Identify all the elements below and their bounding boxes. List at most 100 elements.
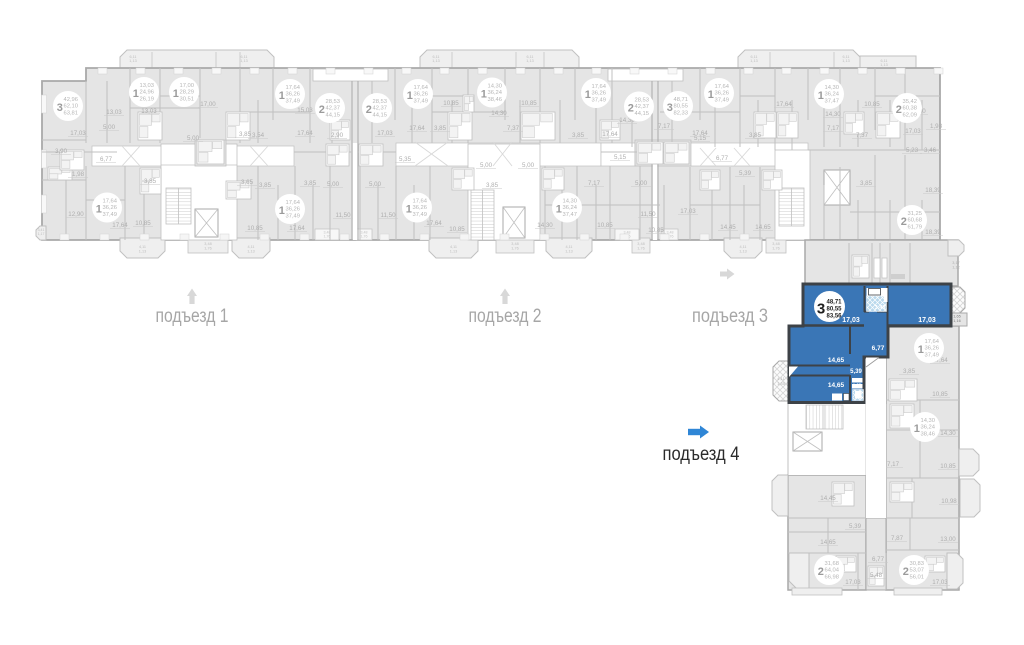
svg-text:10,85: 10,85: [864, 101, 880, 108]
svg-text:36,26: 36,26: [592, 91, 607, 97]
svg-text:10,85: 10,85: [940, 463, 956, 470]
svg-text:17,03: 17,03: [70, 130, 86, 137]
svg-text:5,00: 5,00: [635, 180, 648, 187]
svg-text:37,49: 37,49: [103, 212, 118, 218]
svg-text:15,03: 15,03: [297, 107, 313, 114]
svg-text:17,03: 17,03: [845, 579, 861, 586]
svg-text:5,00: 5,00: [103, 124, 116, 131]
svg-text:2: 2: [319, 104, 325, 116]
svg-text:44,15: 44,15: [326, 112, 341, 118]
svg-text:37,49: 37,49: [286, 98, 301, 104]
svg-text:1,76: 1,76: [637, 247, 644, 251]
svg-text:1: 1: [96, 203, 102, 215]
svg-text:3,48: 3,48: [637, 242, 644, 246]
svg-text:7,37: 7,37: [856, 132, 869, 139]
svg-text:36,26: 36,26: [286, 207, 301, 213]
svg-text:37,49: 37,49: [925, 352, 940, 358]
svg-text:17,64: 17,64: [692, 130, 708, 137]
svg-text:3,85: 3,85: [304, 180, 317, 187]
svg-text:1: 1: [279, 90, 285, 102]
svg-text:11,50: 11,50: [640, 211, 656, 218]
svg-text:14,30: 14,30: [563, 198, 578, 204]
svg-text:5,00: 5,00: [327, 181, 340, 188]
svg-text:17,64: 17,64: [286, 200, 301, 206]
svg-text:3,48: 3,48: [772, 242, 779, 246]
svg-text:1: 1: [173, 88, 179, 100]
svg-text:61,79: 61,79: [908, 224, 923, 230]
svg-text:63,81: 63,81: [64, 110, 79, 116]
svg-text:1: 1: [133, 88, 139, 100]
svg-text:4,11: 4,11: [247, 245, 254, 249]
svg-text:17,64: 17,64: [103, 198, 118, 204]
svg-text:17,64: 17,64: [297, 130, 313, 137]
svg-text:37,47: 37,47: [563, 212, 578, 218]
svg-text:4,11: 4,11: [777, 376, 785, 381]
svg-text:10,85: 10,85: [135, 220, 151, 227]
svg-text:6,77: 6,77: [100, 156, 113, 163]
svg-text:1: 1: [708, 89, 714, 101]
svg-text:42,96: 42,96: [64, 97, 79, 103]
svg-text:17,03: 17,03: [377, 130, 393, 137]
svg-text:3: 3: [817, 301, 825, 318]
svg-text:1,98: 1,98: [930, 123, 943, 130]
svg-text:6,11: 6,11: [750, 55, 757, 59]
svg-text:2: 2: [896, 104, 902, 116]
svg-text:17,64: 17,64: [409, 125, 425, 132]
svg-text:1,13: 1,13: [565, 250, 572, 254]
svg-text:1,76: 1,76: [324, 235, 331, 239]
svg-text:1,13: 1,13: [842, 59, 849, 63]
svg-text:26,19: 26,19: [140, 96, 155, 102]
svg-text:48,71: 48,71: [674, 97, 689, 103]
svg-text:1,16: 1,16: [953, 319, 960, 323]
svg-text:13,03: 13,03: [106, 109, 122, 116]
svg-text:3,85: 3,85: [903, 368, 916, 375]
svg-text:17,64: 17,64: [286, 85, 301, 91]
svg-text:3,54: 3,54: [252, 132, 265, 139]
svg-text:1,13: 1,13: [240, 59, 247, 63]
svg-text:36,26: 36,26: [286, 92, 301, 98]
svg-text:14,30: 14,30: [619, 117, 635, 124]
svg-text:14,45: 14,45: [820, 495, 836, 502]
svg-text:3,48: 3,48: [324, 231, 331, 235]
svg-text:1,35: 1,35: [777, 381, 786, 386]
svg-text:17,64: 17,64: [112, 222, 128, 229]
svg-text:38,46: 38,46: [488, 97, 503, 103]
svg-text:4,11: 4,11: [565, 245, 572, 249]
svg-text:10,85: 10,85: [932, 391, 948, 398]
svg-text:37,49: 37,49: [592, 97, 607, 103]
svg-text:1,76: 1,76: [667, 235, 674, 239]
svg-text:14,45: 14,45: [720, 224, 736, 231]
svg-text:6,11: 6,11: [240, 55, 247, 59]
svg-text:62,09: 62,09: [903, 112, 918, 118]
svg-text:5,23: 5,23: [906, 147, 919, 154]
svg-text:13,03: 13,03: [141, 108, 157, 115]
svg-text:2: 2: [628, 102, 634, 114]
svg-text:37,49: 37,49: [413, 212, 428, 218]
svg-text:37,49: 37,49: [715, 97, 730, 103]
svg-text:3,90: 3,90: [55, 148, 68, 155]
svg-text:24,96: 24,96: [140, 90, 155, 96]
svg-text:44,15: 44,15: [635, 111, 650, 117]
svg-text:14,65: 14,65: [755, 224, 771, 231]
svg-text:3,48: 3,48: [204, 242, 211, 246]
svg-text:13,03: 13,03: [140, 83, 155, 89]
svg-text:17,64: 17,64: [592, 84, 607, 90]
svg-text:3,48: 3,48: [667, 231, 674, 235]
svg-text:2: 2: [903, 566, 909, 578]
svg-text:42,37: 42,37: [635, 104, 650, 110]
svg-text:17,03: 17,03: [905, 128, 921, 135]
svg-text:1,13: 1,13: [139, 250, 146, 254]
svg-text:3,85: 3,85: [239, 131, 252, 138]
svg-text:80,55: 80,55: [827, 307, 843, 313]
svg-text:1: 1: [556, 203, 562, 215]
svg-text:37,49: 37,49: [286, 213, 301, 219]
svg-text:3,46: 3,46: [924, 147, 937, 154]
svg-text:1: 1: [279, 205, 285, 217]
svg-text:1,13: 1,13: [750, 59, 757, 63]
svg-text:1,13: 1,13: [247, 250, 254, 254]
svg-text:1: 1: [914, 423, 920, 435]
svg-text:14,65: 14,65: [828, 357, 845, 364]
svg-text:3,85: 3,85: [860, 180, 873, 187]
svg-text:18,39: 18,39: [925, 187, 941, 194]
svg-text:1: 1: [407, 90, 413, 102]
